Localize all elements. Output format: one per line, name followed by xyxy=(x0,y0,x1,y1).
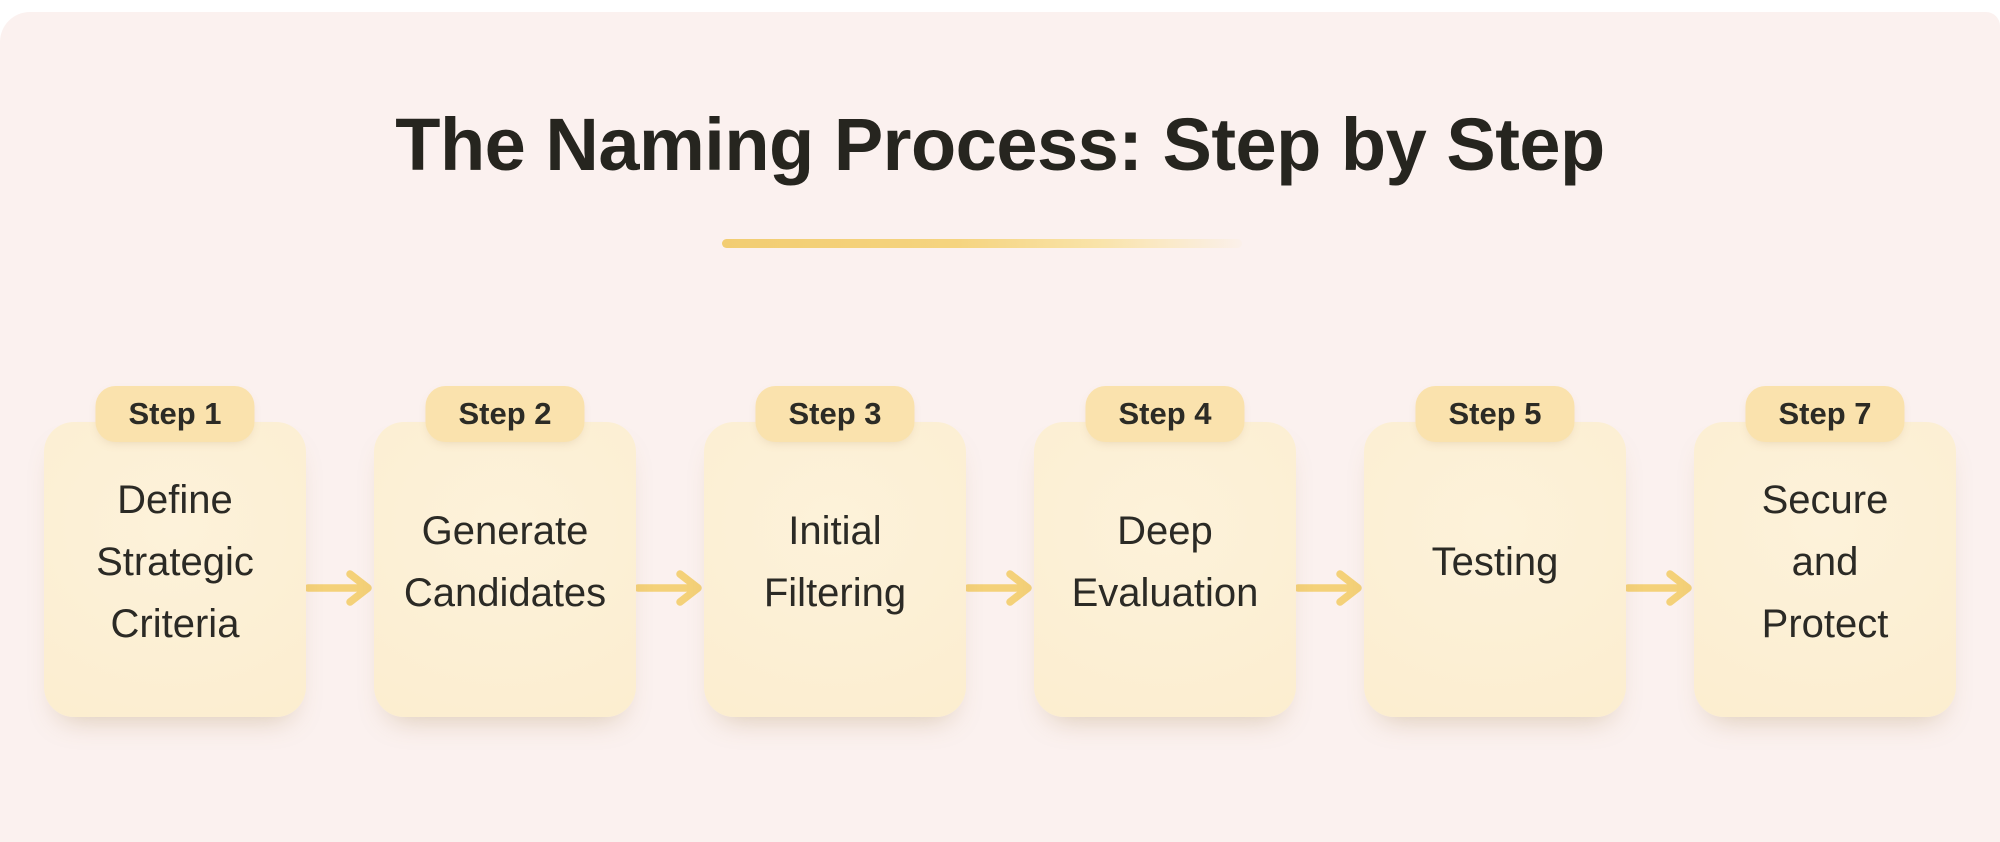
step-label: Deep Evaluation xyxy=(1071,508,1259,615)
step-badge: Step 2 xyxy=(425,386,585,443)
step-card: Initial Filtering xyxy=(704,422,966,718)
right-arrow-icon xyxy=(1624,569,1692,606)
title-underline-bar xyxy=(722,239,1242,249)
step-badge: Step 1 xyxy=(95,386,255,443)
connector-cell xyxy=(1294,386,1364,753)
step-badge: Step 4 xyxy=(1085,386,1245,443)
step-card: Testing xyxy=(1364,422,1626,718)
step-label: Initial Filtering xyxy=(763,508,907,615)
connector-cell xyxy=(304,386,374,753)
step-badge: Step 5 xyxy=(1415,386,1575,443)
step-7: Step 7 Secure and Protect xyxy=(1694,386,1956,718)
step-label: Testing xyxy=(1431,539,1559,584)
step-5: Step 5 Testing xyxy=(1364,386,1626,718)
right-arrow-icon xyxy=(964,569,1032,606)
step-card: Deep Evaluation xyxy=(1034,422,1296,718)
right-arrow-icon xyxy=(304,569,372,606)
page-title: The Naming Process: Step by Step xyxy=(395,103,1605,186)
step-label: Define Strategic Criteria xyxy=(96,477,254,646)
step-label: Generate Candidates xyxy=(403,508,607,615)
connector-cell xyxy=(964,386,1034,753)
step-badge: Step 3 xyxy=(755,386,915,443)
step-card: Define Strategic Criteria xyxy=(44,422,306,718)
right-arrow-icon xyxy=(634,569,702,606)
step-label: Secure and Protect xyxy=(1761,477,1889,646)
connector-cell xyxy=(1624,386,1694,753)
step-3: Step 3 Initial Filtering xyxy=(704,386,966,718)
step-card: Generate Candidates xyxy=(374,422,636,718)
step-card: Secure and Protect xyxy=(1694,422,1956,718)
page-background: The Naming Process: Step by Step Step 1 … xyxy=(0,12,2000,842)
step-1: Step 1 Define Strategic Criteria xyxy=(44,386,306,718)
process-steps-row: Step 1 Define Strategic Criteria Step 2 … xyxy=(0,386,2000,753)
right-arrow-icon xyxy=(1294,569,1362,606)
connector-cell xyxy=(634,386,704,753)
step-2: Step 2 Generate Candidates xyxy=(374,386,636,718)
step-4: Step 4 Deep Evaluation xyxy=(1034,386,1296,718)
step-badge: Step 7 xyxy=(1745,386,1905,443)
